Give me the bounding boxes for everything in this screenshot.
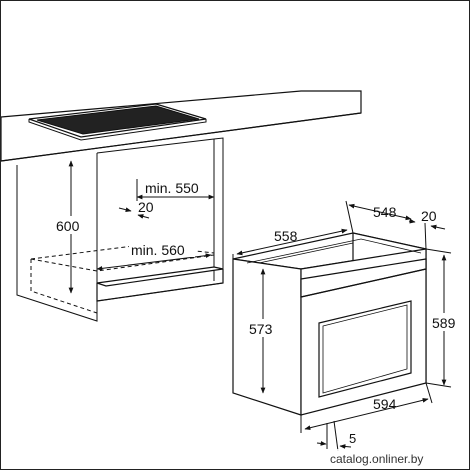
- dim-oven-body-height: 573: [248, 268, 278, 394]
- dim-600-label: 600: [56, 218, 80, 234]
- cabinet: [16, 137, 224, 322]
- dim-oven-total-height: 589: [425, 248, 463, 388]
- dim-548-label: 548: [373, 204, 397, 220]
- dim-5-label: 5: [349, 431, 356, 446]
- dim-gap-top: 20: [118, 199, 154, 219]
- niche-shelf: [96, 266, 224, 302]
- dim-594-label: 594: [373, 396, 397, 412]
- dim-min-550-label: min. 550: [145, 180, 199, 196]
- watermark: catalog.onliner.by: [327, 449, 467, 467]
- dim-niche-width: min. 560: [96, 241, 212, 271]
- dim-oven-depth: 548 20: [345, 200, 446, 250]
- dim-bottom-offset: 5: [316, 420, 356, 452]
- dim-oven-total-width: 594: [300, 382, 433, 433]
- dim-573-label: 573: [249, 321, 273, 337]
- dim-20-depth-label: 20: [421, 208, 437, 224]
- dim-20-label: 20: [138, 199, 154, 215]
- dim-558-label: 558: [274, 228, 298, 244]
- niche-outline: [16, 165, 215, 314]
- dim-niche-height: 600: [55, 160, 85, 294]
- dim-niche-depth: min. 550: [136, 179, 215, 201]
- dim-oven-width-top: 558: [232, 228, 348, 261]
- dim-589-label: 589: [432, 315, 456, 331]
- hob: [28, 103, 207, 141]
- watermark-text: catalog.onliner.by: [330, 452, 423, 466]
- dim-min-560-label: min. 560: [131, 242, 185, 258]
